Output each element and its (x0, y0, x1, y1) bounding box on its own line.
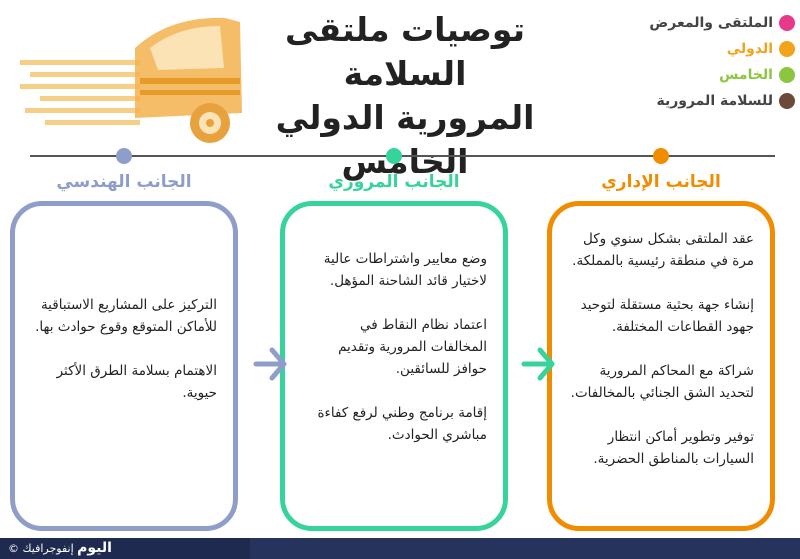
logo-text: الدولي (726, 41, 773, 57)
logo-badge-icon (779, 15, 795, 31)
column-box-traffic: وضع معايير واشتراطات عالية لاختيار قائد … (280, 201, 508, 531)
list-item: التركيز على المشاريع الاستباقية للأماكن … (35, 297, 217, 335)
logo-row: الملتقى والمعرض (615, 10, 795, 36)
logo-row: الدولي (615, 36, 795, 62)
column-items: عقد الملتقى بشكل سنوي وكل مرة في منطقة ر… (568, 228, 754, 492)
logo-badge-icon (779, 41, 795, 57)
title-line-2: المرورية الدولي الخامس (275, 98, 535, 181)
forum-logo: الملتقى والمعرض الدولي الخامس للسلامة ال… (615, 10, 795, 114)
list-item: اعتماد نظام النقاط في المخالفات المرورية… (338, 317, 487, 377)
timeline-dot-engineering (116, 148, 132, 164)
list-item: إنشاء جهة بحثية مستقلة لتوحيد جهود القطا… (580, 297, 754, 335)
footer-stripe (250, 538, 800, 559)
chevron-left-icon (521, 347, 555, 381)
list-item: وضع معايير واشتراطات عالية لاختيار قائد … (323, 251, 487, 289)
chevron-left-icon (253, 347, 287, 381)
logo-text: الخامس (719, 67, 773, 83)
column-items: وضع معايير واشتراطات عالية لاختيار قائد … (301, 248, 487, 468)
logo-badge-icon (779, 93, 795, 109)
column-items: التركيز على المشاريع الاستباقية للأماكن … (31, 294, 217, 426)
timeline-dot-admin (653, 148, 669, 164)
timeline-dot-traffic (386, 148, 402, 164)
footer-credit: اليوم إنفوجرافيك © (8, 540, 112, 556)
list-item: شراكة مع المحاكم المرورية لتحديد الشق ال… (570, 363, 754, 401)
truck-illustration-icon (20, 17, 242, 143)
list-item: عقد الملتقى بشكل سنوي وكل مرة في منطقة ر… (572, 231, 754, 269)
credit-text: إنفوجرافيك © (8, 542, 74, 555)
column-box-admin: عقد الملتقى بشكل سنوي وكل مرة في منطقة ر… (547, 201, 775, 531)
column-heading-engineering: الجانب الهندسي (56, 172, 192, 192)
title-line-1: توصيات ملتقى السلامة (285, 10, 525, 93)
logo-row: للسلامة المرورية (615, 88, 795, 114)
list-item: توفير وتطوير أماكن انتظار السيارات بالمن… (593, 429, 754, 467)
logo-text: الملتقى والمعرض (649, 15, 773, 31)
column-heading-traffic: الجانب المروري (328, 172, 460, 192)
list-item: إقامة برنامج وطني لرفع كفاءة مباشري الحو… (317, 405, 487, 443)
column-heading-admin: الجانب الإداري (601, 172, 721, 192)
list-item: الاهتمام بسلامة الطرق الأكثر حيوية. (56, 363, 217, 401)
page-title: توصيات ملتقى السلامة المرورية الدولي الخ… (225, 8, 585, 184)
logo-text: للسلامة المرورية (656, 93, 773, 109)
column-box-engineering: التركيز على المشاريع الاستباقية للأماكن … (10, 201, 238, 531)
timeline-line (30, 155, 775, 157)
logo-row: الخامس (615, 62, 795, 88)
brand-name: اليوم (77, 540, 112, 556)
logo-badge-icon (779, 67, 795, 83)
